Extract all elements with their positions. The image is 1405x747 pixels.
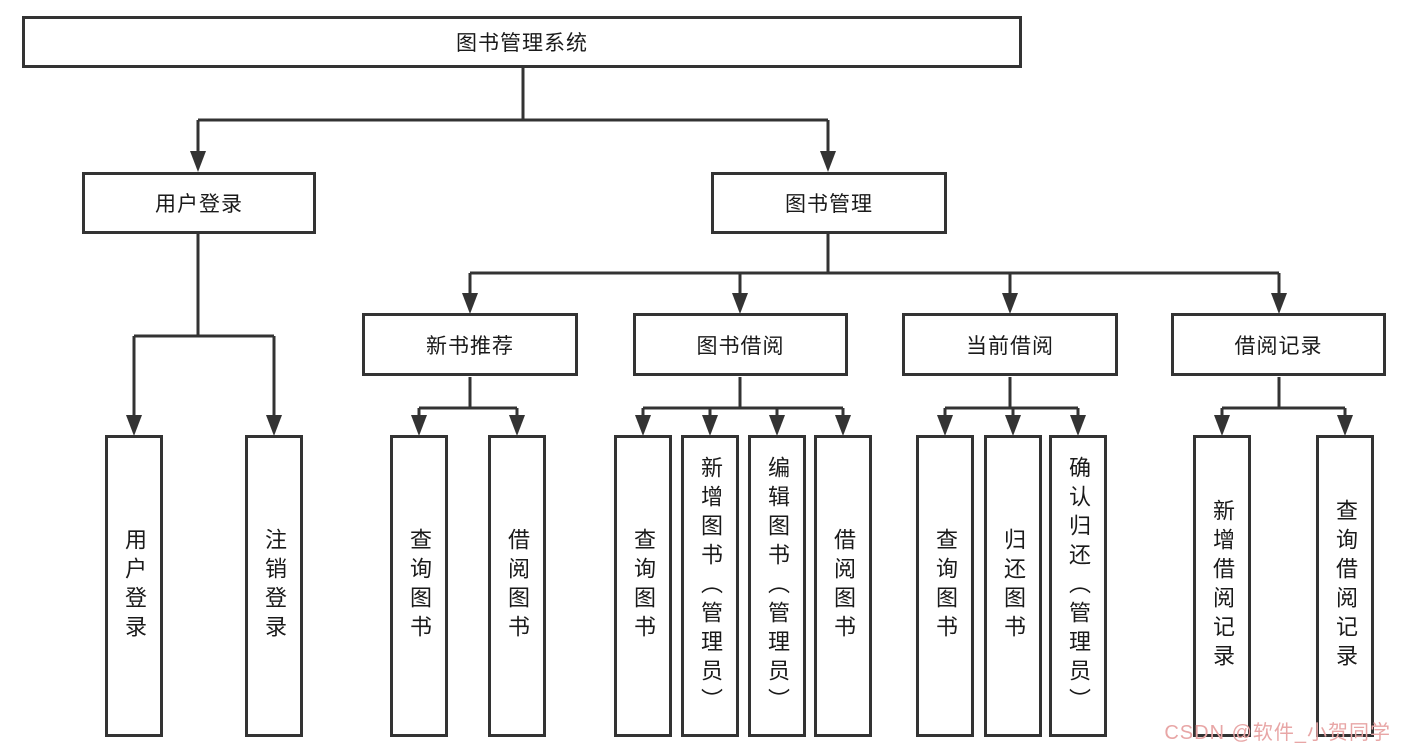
leaf-query-book-borrow: 查询图书 [614,435,672,737]
node-label: 当前借阅 [966,334,1054,358]
connector-root-to-level2 [196,67,830,160]
leaf-user-login: 用户登录 [105,435,163,737]
arrow-down-icon [462,293,478,314]
node-label: 查询图书 [631,528,656,644]
node-label: 借阅图书 [831,528,856,644]
csdn-watermark: CSDN @软件_小贺同学 [1164,722,1391,744]
connector-borrowrecord-to-leaves [1220,377,1347,424]
node-user-login-branch: 用户登录 [82,172,316,234]
node-current-borrow: 当前借阅 [902,313,1118,376]
leaf-confirm-return-admin: 确认归还（管理员） [1049,435,1107,737]
leaf-borrow-book: 借阅图书 [814,435,872,737]
node-label: 用户登录 [155,193,243,216]
node-label: 确认归还（管理员） [1066,455,1091,717]
leaf-query-book-current: 查询图书 [916,435,974,737]
node-book-management-branch: 图书管理 [711,172,947,234]
arrow-down-icon [266,415,282,436]
leaf-add-borrow-record: 新增借阅记录 [1193,435,1251,737]
arrow-down-icon [835,415,851,436]
arrow-down-icon [635,415,651,436]
node-new-book-recommend: 新书推荐 [362,313,578,376]
node-label: 借阅图书 [505,528,530,644]
node-label: 用户登录 [122,528,147,644]
arrow-down-icon [411,415,427,436]
arrow-down-icon [1002,293,1018,314]
connector-bookmgmt-to-level3 [468,234,1281,302]
node-borrow-record: 借阅记录 [1171,313,1386,376]
leaf-query-book-newbook: 查询图书 [390,435,448,737]
arrow-down-icon [820,151,836,172]
leaf-edit-book-admin: 编辑图书（管理员） [748,435,806,737]
leaf-borrow-book-newbook: 借阅图书 [488,435,546,737]
node-label: 归还图书 [1001,528,1026,644]
node-label: 查询图书 [407,528,432,644]
node-label: 注销登录 [262,528,287,644]
connector-userlogin-to-leaves [132,234,276,424]
node-label: 新增借阅记录 [1210,499,1235,673]
arrow-down-icon [1337,415,1353,436]
arrow-down-icon [937,415,953,436]
arrow-down-icon [732,293,748,314]
connector-bookborrow-to-leaves [641,377,845,424]
node-label: 新增图书（管理员） [698,455,723,717]
arrow-down-icon [702,415,718,436]
node-label: 查询借阅记录 [1333,499,1358,673]
arrow-down-icon [509,415,525,436]
leaf-add-book-admin: 新增图书（管理员） [681,435,739,737]
leaf-return-book: 归还图书 [984,435,1042,737]
node-root-system: 图书管理系统 [22,16,1022,68]
node-label: 图书管理系统 [456,32,588,55]
node-label: 借阅记录 [1234,334,1323,358]
connector-newbook-to-leaves [417,377,519,424]
arrow-down-icon [126,415,142,436]
arrow-down-icon [1070,415,1086,436]
node-label: 图书管理 [785,193,873,216]
arrow-down-icon [1214,415,1230,436]
node-label: 编辑图书（管理员） [765,455,790,717]
leaf-logout: 注销登录 [245,435,303,737]
node-book-borrow: 图书借阅 [633,313,848,376]
arrow-down-icon [190,151,206,172]
node-label: 新书推荐 [426,334,514,358]
node-label: 图书借阅 [696,334,785,358]
arrow-down-icon [1005,415,1021,436]
arrow-down-icon [769,415,785,436]
leaf-query-borrow-record: 查询借阅记录 [1316,435,1374,737]
node-label: 查询图书 [933,528,958,644]
arrow-down-icon [1271,293,1287,314]
